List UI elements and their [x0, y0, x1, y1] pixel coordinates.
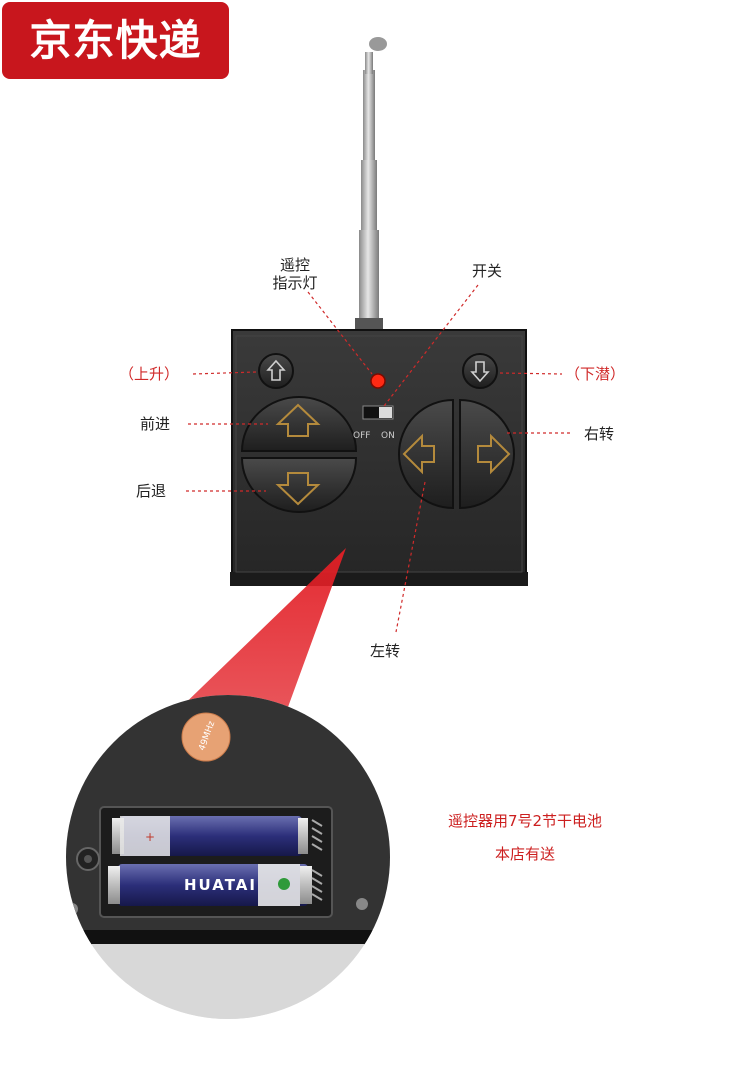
switch-on-label: ON [381, 431, 395, 441]
indicator-label-line2: 指示灯 [272, 274, 318, 292]
forward-label: 前进 [140, 415, 171, 433]
battery-note-line2: 本店有送 [494, 845, 555, 863]
indicator-label-line1: 遥控 [279, 256, 310, 274]
forward-button[interactable] [240, 396, 358, 452]
backward-button[interactable] [240, 457, 358, 513]
left-turn-label: 左转 [370, 642, 401, 660]
down-button[interactable] [462, 353, 498, 389]
battery-note-line1: 遥控器用7号2节干电池 [447, 812, 603, 830]
right-turn-button[interactable] [459, 398, 515, 510]
backward-label: 后退 [136, 482, 167, 500]
zoom-beam [172, 548, 346, 718]
indicator-label: 遥控 指示灯 [260, 256, 330, 292]
callout-lines [186, 284, 572, 633]
antenna [355, 37, 387, 330]
up-button[interactable] [258, 353, 294, 389]
battery-brand: HUATAI [184, 876, 257, 894]
down-label: （下潜） [565, 365, 626, 383]
left-turn-button[interactable] [398, 398, 454, 510]
indicator-led [370, 373, 386, 389]
battery-zoom-circle: + [66, 695, 390, 1019]
right-turn-label: 右转 [584, 425, 615, 443]
power-switch[interactable] [362, 405, 394, 420]
svg-text:+: + [145, 830, 155, 844]
up-label: （上升） [119, 365, 180, 383]
power-switch-label: 开关 [472, 262, 503, 280]
jd-express-badge: 京东快递 [2, 2, 229, 79]
remote-body [230, 329, 528, 586]
switch-off-label: OFF [353, 431, 371, 441]
